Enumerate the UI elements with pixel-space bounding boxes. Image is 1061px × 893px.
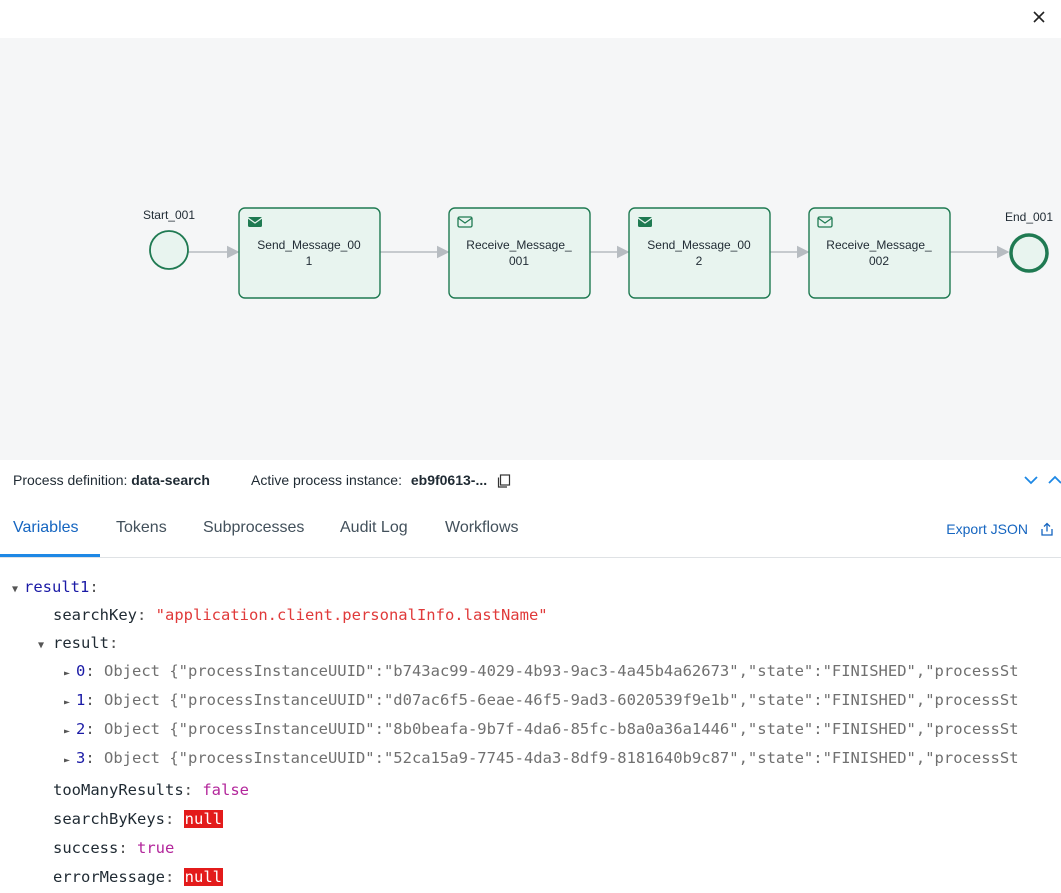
bpmn-canvas[interactable]: Start_001 End_001 Send_Message_00 1 Rece…: [0, 38, 1061, 460]
task-label-line2: 001: [509, 254, 529, 268]
item-index: 2: [76, 720, 86, 738]
task-label-line1: Send_Message_00: [647, 238, 751, 252]
tree-node-result[interactable]: ▼result:: [38, 632, 118, 654]
outline-envelope-icon: [817, 216, 833, 228]
tree-node-result-item[interactable]: ►1: Object {"processInstanceUUID":"d07ac…: [64, 689, 1019, 711]
variables-tree: ▼result1: searchKey: "application.client…: [0, 565, 1061, 893]
share-icon[interactable]: [1040, 522, 1054, 536]
process-definition-value: data-search: [131, 472, 210, 488]
variable-value: false: [202, 781, 249, 799]
task-send-message-001[interactable]: Send_Message_00 1: [238, 207, 381, 299]
task-send-message-002[interactable]: Send_Message_00 2: [628, 207, 771, 299]
variable-key: searchByKeys: [53, 810, 165, 828]
chevron-up-icon[interactable]: [1047, 472, 1061, 488]
item-index: 3: [76, 749, 86, 767]
process-definition-label: Process definition:: [13, 472, 128, 488]
variable-key: result: [53, 634, 109, 652]
variable-key: result1: [24, 578, 90, 596]
variable-key: searchKey: [53, 606, 137, 624]
task-label-line2: 2: [696, 254, 703, 268]
tab-tokens[interactable]: Tokens: [116, 519, 167, 536]
expand-arrow-icon[interactable]: ►: [64, 697, 71, 708]
variable-value: true: [137, 839, 175, 857]
outline-envelope-icon: [457, 216, 473, 228]
active-tab-indicator: [0, 554, 100, 557]
item-preview: Object {"processInstanceUUID":"b743ac99-…: [104, 662, 1019, 680]
expand-arrow-icon[interactable]: ►: [64, 726, 71, 737]
tree-node-result-item[interactable]: ►3: Object {"processInstanceUUID":"52ca1…: [64, 747, 1019, 769]
active-process-instance: Active process instance: eb9f0613-...: [251, 472, 487, 488]
end-event-label: End_001: [1005, 210, 1053, 224]
item-index: 1: [76, 691, 86, 709]
item-preview: Object {"processInstanceUUID":"52ca15a9-…: [104, 749, 1019, 767]
tree-node-success: success: true: [53, 839, 175, 857]
expand-arrow-icon[interactable]: ►: [64, 755, 71, 766]
tab-subprocesses[interactable]: Subprocesses: [203, 519, 305, 536]
tree-node-too-many-results: tooManyResults: false: [53, 781, 249, 799]
tree-node-search-by-keys: searchByKeys: null: [53, 810, 223, 828]
start-event-label: Start_001: [143, 208, 195, 222]
tab-audit-log[interactable]: Audit Log: [340, 519, 408, 536]
null-value: null: [183, 868, 223, 886]
active-instance-value: eb9f0613-...: [410, 472, 488, 488]
chevron-down-icon[interactable]: [1023, 472, 1039, 488]
variable-key: errorMessage: [53, 868, 165, 886]
tab-workflows[interactable]: Workflows: [445, 519, 519, 536]
collapse-arrow-icon[interactable]: ▼: [12, 584, 19, 595]
start-event[interactable]: Start_001: [143, 208, 195, 270]
variable-key: tooManyResults: [53, 781, 184, 799]
task-label-line1: Receive_Message_: [826, 238, 932, 252]
tree-node-result-item[interactable]: ►2: Object {"processInstanceUUID":"8b0be…: [64, 718, 1019, 740]
task-label-line1: Send_Message_00: [257, 238, 361, 252]
tree-node-error-message: errorMessage: null: [53, 868, 223, 886]
task-label-line1: Receive_Message_: [466, 238, 572, 252]
variable-key: success: [53, 839, 119, 857]
collapse-arrow-icon[interactable]: ▼: [38, 640, 45, 651]
task-receive-message-002[interactable]: Receive_Message_ 002: [808, 207, 951, 299]
close-icon[interactable]: [1025, 4, 1053, 30]
item-preview: Object {"processInstanceUUID":"8b0beafa-…: [104, 720, 1019, 738]
tab-variables[interactable]: Variables: [13, 519, 79, 536]
export-json-button[interactable]: Export JSON: [946, 521, 1028, 537]
task-label-line2: 002: [869, 254, 889, 268]
item-index: 0: [76, 662, 86, 680]
process-diagram: Start_001 End_001 Send_Message_00 1 Rece…: [143, 207, 1053, 299]
copy-icon[interactable]: [497, 474, 511, 488]
tree-node-search-key: searchKey: "application.client.personalI…: [53, 606, 548, 624]
process-info-bar: [0, 460, 1061, 501]
active-instance-label: Active process instance:: [251, 472, 402, 488]
tab-bar: [0, 500, 1061, 558]
tree-node-result-item[interactable]: ►0: Object {"processInstanceUUID":"b743a…: [64, 660, 1019, 682]
null-value: null: [183, 810, 223, 828]
task-receive-message-001[interactable]: Receive_Message_ 001: [448, 207, 591, 299]
expand-arrow-icon[interactable]: ►: [64, 668, 71, 679]
variable-value: "application.client.personalInfo.lastNam…: [155, 606, 548, 624]
modal-header: [0, 0, 1061, 38]
process-definition: Process definition: data-search: [13, 472, 210, 488]
task-label-line2: 1: [306, 254, 313, 268]
item-preview: Object {"processInstanceUUID":"d07ac6f5-…: [104, 691, 1019, 709]
filled-envelope-icon: [247, 217, 263, 227]
tree-node-result1[interactable]: ▼result1:: [12, 576, 99, 598]
filled-envelope-icon: [637, 217, 653, 227]
end-event[interactable]: End_001: [1005, 210, 1053, 273]
